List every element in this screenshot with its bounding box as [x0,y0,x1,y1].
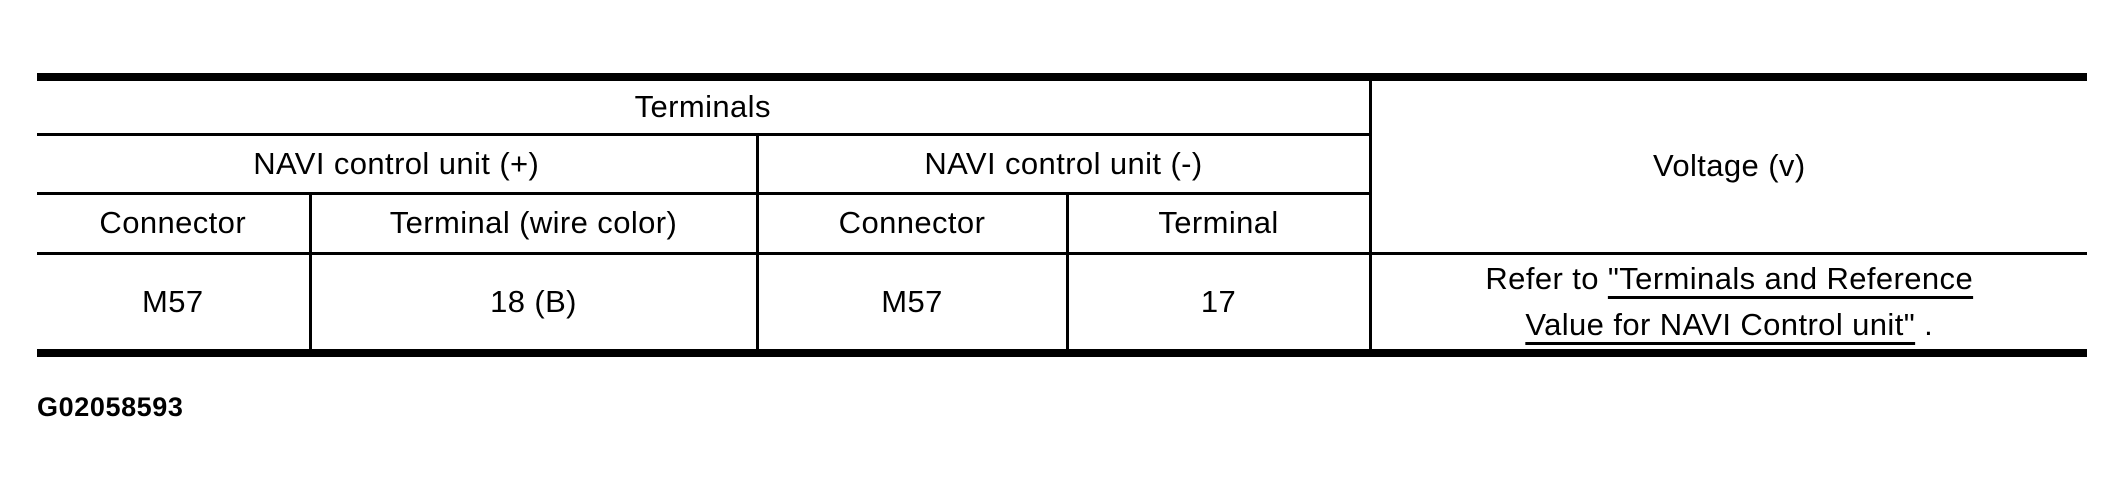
terminals-voltage-table: Terminals Voltage (v) NAVI control unit … [37,73,2087,357]
plus-terminal-wire-color-header-cell: Terminal (wire color) [308,191,759,255]
minus-terminal-header-cell: Terminal [1065,191,1372,255]
minus-connector-value-cell: M57 [755,251,1069,355]
figure-id: G02058593 [37,392,184,422]
terminals-reference-link-line2[interactable]: Value for NAVI Control unit" [1525,306,1916,342]
plus-connector-value-cell: M57 [37,251,312,355]
plus-terminal-value-cell: 18 (B) [308,251,759,355]
table-row: M57 18 (B) M57 17 Refer to "Terminals an… [37,251,2087,355]
voltage-header-cell: Voltage (v) [1368,75,2087,255]
minus-connector-header-cell: Connector [755,191,1069,255]
navi-control-unit-minus-header-cell: NAVI control unit (-) [755,132,1372,195]
table-row-column-header: Connector Terminal (wire color) Connecto… [37,191,2087,255]
plus-connector-header-cell: Connector [37,191,312,255]
terminals-header-cell: Terminals [37,75,1372,136]
voltage-refer-prefix: Refer to [1485,260,1608,296]
navi-control-unit-plus-header-cell: NAVI control unit (+) [37,132,759,195]
table-row-unit-header: NAVI control unit (+) NAVI control unit … [37,132,2087,195]
minus-terminal-value-cell: 17 [1065,251,1372,355]
voltage-refer-suffix: . [1915,306,1934,342]
terminals-reference-link-line1[interactable]: "Terminals and Reference [1607,260,1974,296]
table-row-terminals-header: Terminals Voltage (v) [37,75,2087,255]
